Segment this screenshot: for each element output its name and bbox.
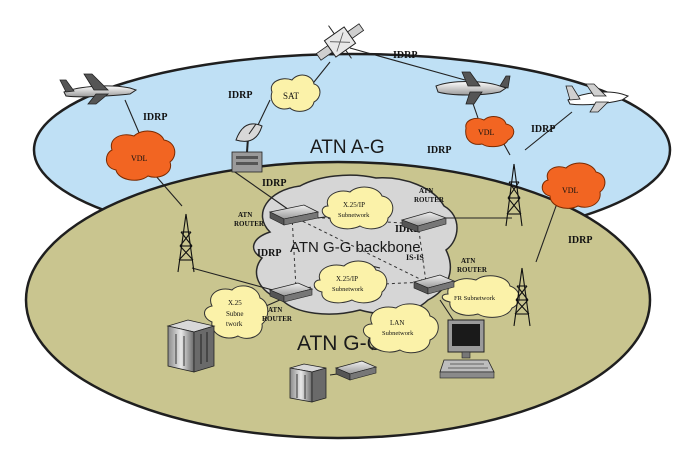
x25-cloud bbox=[204, 285, 269, 339]
satellite-icon bbox=[315, 23, 365, 61]
x25ip-cloud-top-label-2: Subnetwork bbox=[338, 212, 370, 219]
idrp-label-backbone-left: IDRP bbox=[257, 248, 281, 259]
vdl-cloud-left-label: VDL bbox=[131, 154, 148, 163]
x25ip-cloud-bottom-label-2: Subnetwork bbox=[332, 286, 364, 293]
router-top-right bbox=[400, 211, 448, 233]
x25-cloud-label-1: X.25 bbox=[228, 299, 242, 307]
idrp-label-backbone-right: IDRP bbox=[395, 224, 419, 235]
x25ip-cloud-bottom-label-1: X.25/IP bbox=[336, 275, 358, 283]
router-label-bottom-left-2: ROUTER bbox=[262, 315, 293, 323]
idrp-label-sat: IDRP bbox=[228, 90, 252, 101]
idrp-label-top: IDRP bbox=[393, 50, 417, 61]
ground-ground-label: ATN G-G bbox=[297, 332, 383, 355]
radio-tower-left bbox=[177, 213, 195, 273]
airplane-icon-left bbox=[59, 73, 138, 105]
vdl-cloud-right bbox=[541, 162, 606, 209]
vdl-cloud-left bbox=[106, 130, 176, 181]
router-label-top-left-2: ROUTER bbox=[234, 220, 265, 228]
airplane-icon-center bbox=[435, 71, 511, 105]
router-label-bottom-right-1: ATN bbox=[461, 257, 475, 265]
lan-cloud-label-2: Subnetwork bbox=[382, 330, 414, 337]
x25ip-cloud-top bbox=[321, 186, 394, 230]
radio-tower-right-upper bbox=[505, 163, 523, 227]
x25-cloud-label-2: Subne bbox=[226, 310, 244, 318]
sat-cloud-label: SAT bbox=[283, 91, 300, 101]
router-label-bottom-left-1: ATN bbox=[268, 306, 282, 314]
is-is-label: IS-IS bbox=[406, 253, 424, 262]
vdl-cloud-center-label: VDL bbox=[478, 128, 495, 137]
vdl-cloud-center bbox=[465, 116, 515, 148]
fr-cloud bbox=[441, 275, 520, 318]
air-ground-label: ATN A-G bbox=[310, 137, 385, 158]
router-label-top-left-1: ATN bbox=[238, 211, 252, 219]
idrp-label-center: IDRP bbox=[427, 145, 451, 156]
airplane-icon-right bbox=[565, 83, 630, 113]
x25ip-cloud-bottom bbox=[313, 260, 388, 304]
idrp-label-right-plane: IDRP bbox=[531, 124, 555, 135]
x25ip-cloud-top-label-1: X.25/IP bbox=[343, 201, 365, 209]
idrp-label-ground-station: IDRP bbox=[262, 178, 286, 189]
backbone-label: ATN G-G backbone bbox=[290, 239, 421, 256]
server-rack-icon-left bbox=[166, 319, 216, 373]
backbone-links bbox=[291, 215, 427, 289]
router-top-left bbox=[268, 204, 320, 226]
radio-tower-right-lower bbox=[513, 267, 531, 327]
lan-cloud bbox=[363, 303, 439, 354]
idrp-label-left-plane: IDRP bbox=[143, 112, 167, 123]
server-rack-icon-bottom bbox=[289, 363, 327, 403]
x25-cloud-label-3: twork bbox=[226, 320, 243, 328]
router-lan bbox=[334, 360, 378, 381]
router-bottom-right bbox=[412, 274, 456, 295]
computer-workstation-icon bbox=[439, 319, 495, 379]
vdl-cloud-right-label: VDL bbox=[562, 186, 579, 195]
fr-cloud-label: FR Subnetwork bbox=[454, 295, 496, 302]
router-label-top-right-1: ATN bbox=[419, 187, 433, 195]
satellite-dish-icon bbox=[231, 123, 263, 173]
sat-cloud bbox=[270, 74, 321, 112]
router-label-bottom-right-2: ROUTER bbox=[457, 266, 488, 274]
idrp-label-right-tower: IDRP bbox=[568, 235, 592, 246]
lan-cloud-label-1: LAN bbox=[390, 319, 404, 327]
router-bottom-left bbox=[268, 282, 314, 303]
router-label-top-right-2: ROUTER bbox=[414, 196, 445, 204]
